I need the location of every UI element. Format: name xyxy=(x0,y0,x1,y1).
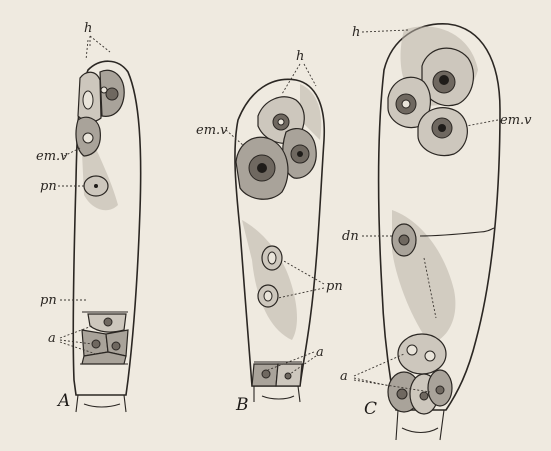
panel-c-label-emv: em.v xyxy=(500,113,532,128)
panel-c-egg-cell xyxy=(398,334,446,374)
panel-b-antipodal-nucleolus-1 xyxy=(278,119,284,125)
panel-c-definitive-nucleus-inner xyxy=(399,235,409,245)
panel-c-label-h: h xyxy=(352,25,360,40)
panel-c-egg-nucleus-1 xyxy=(407,345,417,355)
panel-a-antipodal-nucleus-1 xyxy=(83,91,93,109)
panel-a-stalk xyxy=(76,395,126,412)
panel-a-embryo-vesicle-nucleus xyxy=(83,133,93,143)
panel-a-antipodal-nucleus-3 xyxy=(101,87,107,93)
panel-c-leader-h xyxy=(362,30,408,32)
panel-a-antipodal-nucleus-2 xyxy=(106,88,118,100)
panel-a-label-emv: em.v xyxy=(36,149,68,164)
panel-a-synergid-nucleus-1 xyxy=(92,340,100,348)
panel-a-label-h: h xyxy=(84,21,92,36)
panel-b-label-h: h xyxy=(296,49,304,64)
panel-a-egg-nucleus xyxy=(104,318,112,326)
panel-c: h em.v dn a C xyxy=(340,24,532,440)
panel-a: h em.v pn pn a A xyxy=(36,21,141,412)
panel-b-polar-nucleus-1-inner xyxy=(268,252,276,264)
panel-a-caption: A xyxy=(56,391,70,411)
panel-c-synergid-nucleus-2 xyxy=(420,392,428,400)
panel-b-label-emv: em.v xyxy=(196,123,228,138)
panel-b-embryo-vesicle-nucleolus xyxy=(257,163,267,173)
panel-c-caption: C xyxy=(364,399,377,419)
panel-c-antipodal-nucleolus-1 xyxy=(439,75,449,85)
panel-b-egg-nucleus-2 xyxy=(285,373,291,379)
panel-c-label-dn: dn xyxy=(342,229,359,244)
panel-b-label-a: a xyxy=(316,345,324,360)
panel-c-label-a: a xyxy=(340,369,348,384)
panel-a-polar-nucleus-dot xyxy=(94,184,98,188)
panel-c-embryo-vesicle-nucleolus xyxy=(438,124,446,132)
panel-c-egg-nucleus-2 xyxy=(425,351,435,361)
panel-c-antipodal-nucleolus-2 xyxy=(402,100,410,108)
panel-b-stalk xyxy=(254,386,300,402)
panel-a-label-pn: pn xyxy=(40,179,57,194)
panel-a-synergid-nucleus-2 xyxy=(112,342,120,350)
panel-b-antipodal-nucleolus-2 xyxy=(297,151,303,157)
panel-b-cytoplasm xyxy=(242,220,297,340)
panel-c-strand xyxy=(420,228,494,236)
panel-c-stalk xyxy=(396,410,444,440)
panel-a-leader-h xyxy=(86,36,110,60)
panel-b: h em.v pn a B xyxy=(196,49,343,415)
panel-a-label-pn-lower: pn xyxy=(40,293,57,308)
panel-b-polar-nucleus-2-inner xyxy=(264,291,272,301)
panel-a-label-a: a xyxy=(48,331,56,346)
panel-c-leader-emv xyxy=(466,120,498,126)
panel-c-synergid-nucleus-3 xyxy=(436,386,444,394)
panel-c-synergid-nucleus-1 xyxy=(397,389,407,399)
panel-b-label-pn: pn xyxy=(326,279,343,294)
panel-b-egg-nucleus-1 xyxy=(262,370,270,378)
panel-b-caption: B xyxy=(235,395,249,415)
